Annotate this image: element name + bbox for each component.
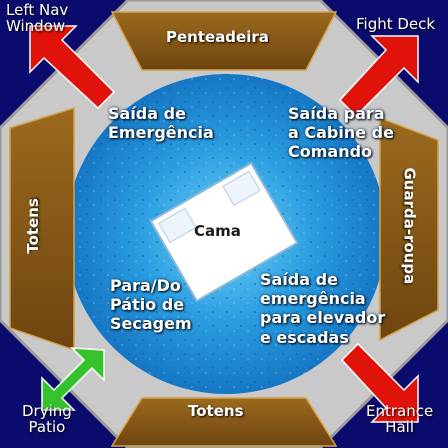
exit-label-top-left: Saída de Emergência — [108, 104, 214, 143]
exit-label-bottom-left: Para/Do Pátio de Secagem — [110, 276, 192, 334]
corner-label-bottom-left: Drying Patio — [22, 402, 72, 436]
furniture-label-top: Penteadeira — [166, 28, 269, 46]
furniture-top-shape — [110, 11, 338, 71]
corner-label-top-right: Fight Deck — [356, 15, 436, 33]
furniture-left-shape — [9, 106, 75, 352]
corner-label-bottom-right: Entrance Hall — [366, 402, 434, 436]
corner-label-top-left: Left Nav Window — [6, 1, 69, 35]
furniture-label-left: Totens — [23, 198, 42, 254]
arrow-southeast-icon — [340, 342, 419, 423]
arrow-northwest-icon — [29, 25, 116, 110]
exit-label-bottom-right: Saída de emergência para elevador e esca… — [260, 270, 386, 347]
furniture-label-bottom: Totens — [188, 402, 244, 420]
furniture-right-shape — [379, 116, 439, 342]
arrow-northeast-icon — [338, 35, 419, 118]
furniture-bottom-shape — [110, 397, 338, 447]
furniture-label-right: Guarda-roupa — [400, 167, 419, 285]
exit-label-top-right: Saída para a Cabine de Comando — [288, 104, 394, 162]
bed-label: Cama — [194, 222, 241, 240]
bed-shape — [149, 161, 299, 303]
arrow-bidirectional-icon — [41, 347, 105, 411]
